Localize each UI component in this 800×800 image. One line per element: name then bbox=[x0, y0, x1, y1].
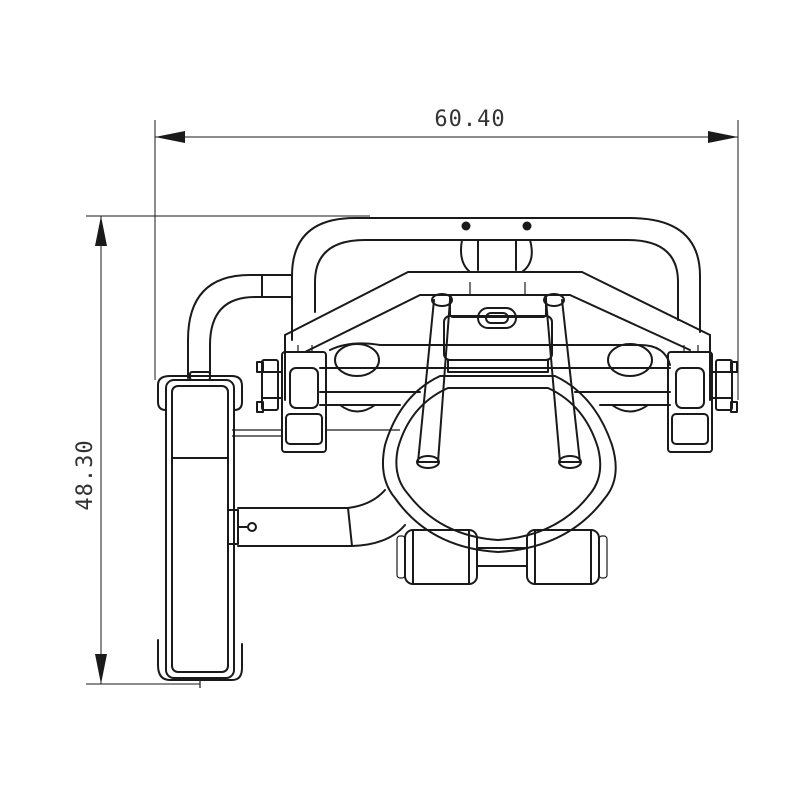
right-handle bbox=[543, 293, 582, 469]
width-label: 60.40 bbox=[434, 107, 505, 132]
front-rollers bbox=[396, 529, 608, 585]
lower-beam bbox=[227, 429, 406, 547]
left-handle bbox=[416, 293, 453, 469]
height-dimension: 48.30 bbox=[73, 215, 370, 685]
rear-handle-frame bbox=[291, 217, 701, 341]
seat bbox=[382, 375, 617, 553]
left-support-arm bbox=[187, 274, 293, 379]
center-mechanism bbox=[443, 282, 553, 373]
height-label: 48.30 bbox=[73, 439, 98, 510]
side-pad bbox=[157, 371, 243, 688]
left-roller-assembly bbox=[256, 345, 327, 453]
width-dimension: 60.40 bbox=[154, 107, 739, 400]
angled-frame bbox=[284, 271, 711, 401]
right-roller-assembly bbox=[667, 345, 738, 453]
cross-beams bbox=[319, 342, 671, 413]
